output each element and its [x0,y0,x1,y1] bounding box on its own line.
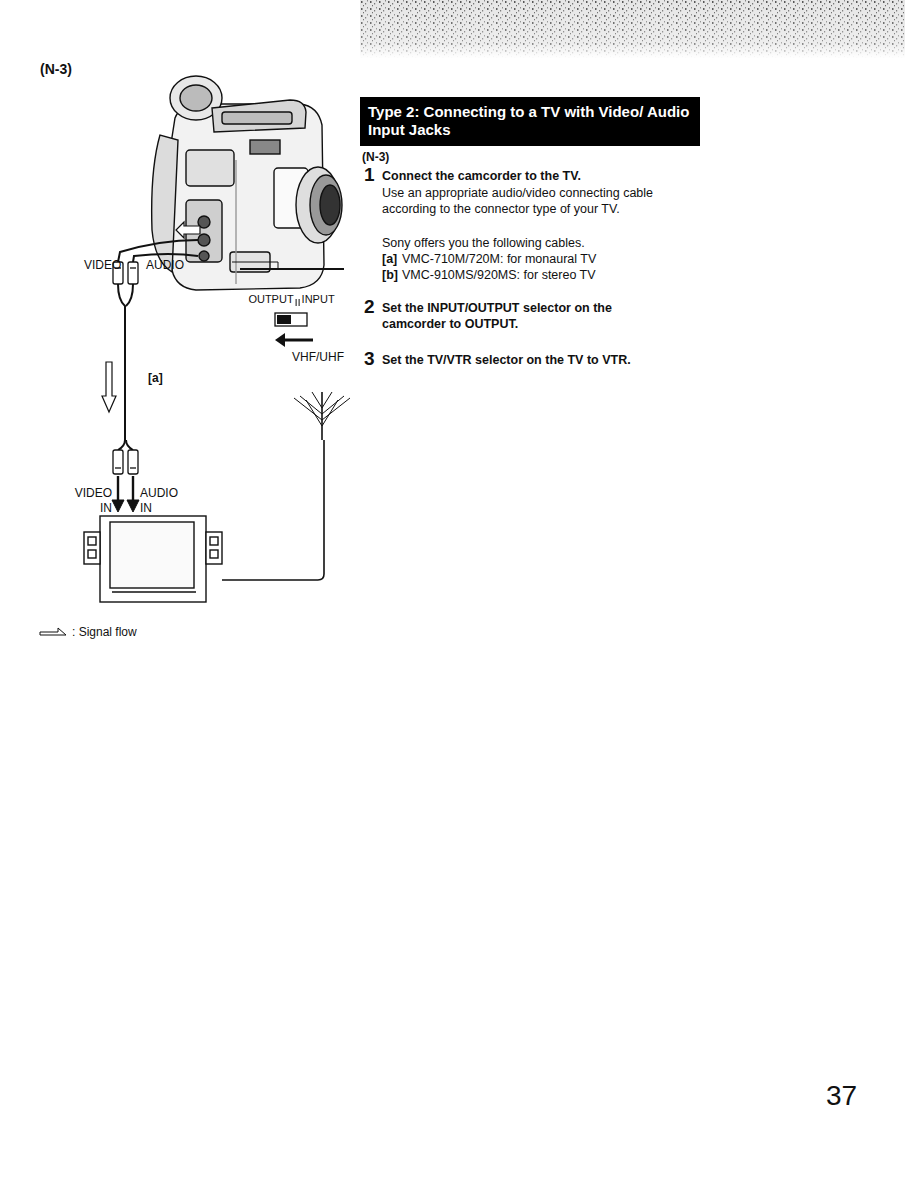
jack-name: AUDIO IN [140,486,188,517]
jack-name: VIDEO IN [64,486,112,517]
vhf-uhf-antenna [294,392,350,440]
tv-set [84,516,222,602]
camcorder [152,76,342,290]
signal-flow-sample [40,628,66,635]
step-title: Set the INPUT/OUTPUT selector on the cam… [382,300,652,332]
antenna-cable [222,440,324,580]
texture-band [360,0,905,58]
step-title: Set the TV/VTR selector on the TV to VTR… [382,352,712,368]
cable-ref: [a] [148,371,163,386]
step-number: 1 [364,163,375,187]
selector-switch-icon [241,269,342,356]
step-title: Connect the camcorder to the TV. [382,168,712,184]
heading-text: Type 2: Connecting to a TV with Video/ A… [368,103,692,139]
av-cable [118,284,133,450]
antenna-name: VHF/UHF [292,350,344,365]
legend-text: : Signal flow [72,625,137,640]
cable-ref: [a] [382,251,397,267]
step-number: 3 [364,347,375,371]
cable-model: VMC-910MS/920MS: for stereo TV [402,267,596,283]
jack-name: VIDEO [84,258,121,273]
cable-model: VMC-710M/720M: for monaural TV [402,251,596,267]
body-text: Use an appropriate audio/video connectin… [382,185,664,217]
selector-inset: OUTPUTINPUT [240,268,344,270]
figure-ref: (N-3) [40,61,72,79]
figure-ref: (N-3) [362,150,389,165]
page-number: 37 [826,1078,857,1114]
flow-arrow [102,362,116,412]
signal-arrow [176,222,200,238]
step-number: 2 [364,295,375,319]
body-text: Sony offers you the following cables. [382,235,712,251]
rca-plug [113,450,138,474]
jack-name: AUDIO [146,258,184,273]
heading-band: Type 2: Connecting to a TV with Video/ A… [360,97,700,146]
cable-ref: [b] [382,267,398,283]
switch-position: INPUT [302,293,335,305]
switch-position: OUTPUT [248,293,293,305]
input-arrow [112,476,139,512]
